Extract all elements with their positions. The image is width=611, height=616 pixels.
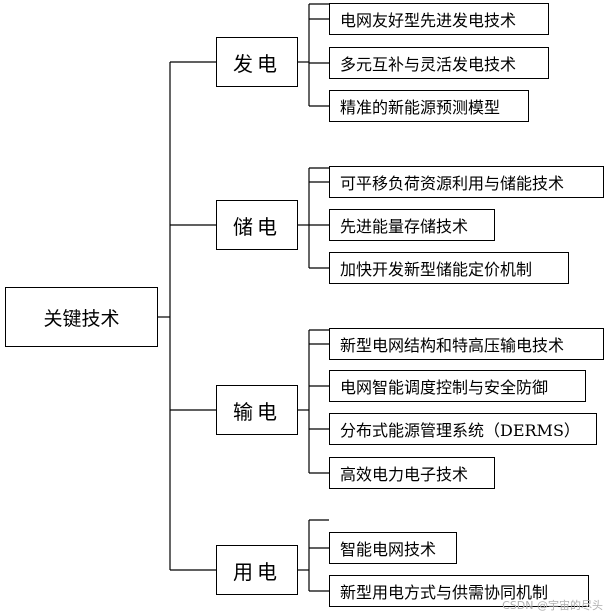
leaf-label: 电网友好型先进发电技术 bbox=[340, 11, 517, 30]
leaf-node: 电网友好型先进发电技术 bbox=[329, 3, 549, 35]
leaf-label: 新型电网结构和特高压输电技术 bbox=[340, 336, 565, 355]
category-label: 储电 bbox=[233, 214, 281, 239]
leaf-node: 新型用电方式与供需协同机制 bbox=[329, 575, 589, 607]
root-node: 关键技术 bbox=[5, 287, 158, 347]
category-label: 输电 bbox=[233, 399, 281, 424]
leaf-label: 分布式能源管理系统（DERMS） bbox=[340, 421, 580, 440]
category-label: 用电 bbox=[233, 559, 281, 584]
leaf-node: 高效电力电子技术 bbox=[329, 457, 495, 489]
category-node-consumption: 用电 bbox=[216, 545, 298, 595]
leaf-node: 分布式能源管理系统（DERMS） bbox=[329, 413, 597, 445]
leaf-node: 电网智能调度控制与安全防御 bbox=[329, 370, 586, 402]
leaf-label: 电网智能调度控制与安全防御 bbox=[340, 378, 549, 397]
category-node-transmission: 输电 bbox=[216, 385, 298, 435]
watermark: CSDN @宇宙的尽头 bbox=[502, 599, 603, 612]
leaf-label: 先进能量存储技术 bbox=[340, 217, 469, 236]
leaf-label: 精准的新能源预测模型 bbox=[340, 98, 501, 117]
leaf-node: 可平移负荷资源利用与储能技术 bbox=[329, 166, 604, 198]
leaf-node: 加快开发新型储能定价机制 bbox=[329, 252, 569, 284]
leaf-node: 多元互补与灵活发电技术 bbox=[329, 47, 549, 79]
leaf-node: 新型电网结构和特高压输电技术 bbox=[329, 328, 604, 360]
category-label: 发电 bbox=[233, 51, 281, 76]
leaf-node: 智能电网技术 bbox=[329, 532, 457, 564]
leaf-label: 新型用电方式与供需协同机制 bbox=[340, 583, 549, 602]
leaf-label: 加快开发新型储能定价机制 bbox=[340, 260, 533, 279]
leaf-label: 可平移负荷资源利用与储能技术 bbox=[340, 174, 565, 193]
category-node-storage: 储电 bbox=[216, 200, 298, 250]
leaf-node: 先进能量存储技术 bbox=[329, 209, 495, 241]
leaf-label: 高效电力电子技术 bbox=[340, 465, 469, 484]
root-node-label: 关键技术 bbox=[43, 307, 120, 330]
category-node-generation: 发电 bbox=[216, 37, 298, 87]
leaf-label: 多元互补与灵活发电技术 bbox=[340, 55, 517, 74]
leaf-label: 智能电网技术 bbox=[340, 540, 437, 559]
leaf-node: 精准的新能源预测模型 bbox=[329, 90, 529, 122]
